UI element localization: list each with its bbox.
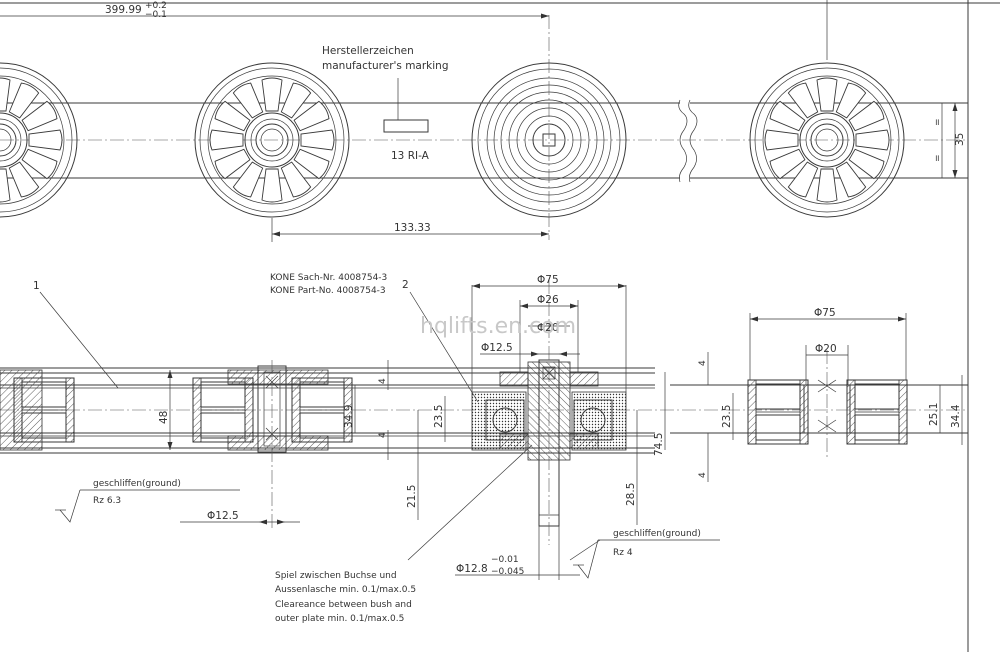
dim-pitch-total-value: 399.99 [105, 4, 142, 16]
dim-23-5-left: 23.5 [433, 405, 445, 428]
dim-dia-20-right: Φ20 [815, 343, 837, 355]
item-callouts: 1 2 KONE Sach-Nr. 4008754-3 KONE Part-No… [33, 273, 479, 403]
surface-finish-left: geschliffen(ground) Rz 6.3 Φ12.5 [55, 479, 300, 525]
dim-pitch: 133.33 [271, 218, 549, 242]
dim-34-4: 34.4 [950, 404, 962, 428]
note-en-line-1: Cleareance between bush and [275, 600, 412, 610]
dim-28-5: 28.5 [625, 483, 637, 506]
dim-height-value: 35 [954, 133, 966, 146]
dim-pitch-tol-lower: −0.1 [145, 10, 167, 20]
dim-23-5-right: 23.5 [721, 405, 733, 428]
ground-label-right: geschliffen(ground) [613, 529, 701, 539]
dim-dia-75-right: Φ75 [814, 307, 836, 319]
surface-finish-right: geschliffen(ground) Rz 4 Φ12.8 −0.01 −0.… [455, 525, 720, 580]
roller-section [192, 360, 353, 528]
dim-dia-20-left: Φ20 [537, 322, 559, 334]
dim-pitch-value: 133.33 [394, 222, 431, 234]
rz-label-left: Rz 6.3 [93, 496, 121, 506]
dim-4-c: 4 [698, 360, 708, 366]
maker-mark: Herstellerzeichen manufacturer's marking… [322, 45, 449, 162]
watermark: hqlifts.en.com [420, 314, 576, 339]
dim-height: 35 = = [905, 102, 968, 179]
dims-vertical-center: 74.5 28.5 4 4 23.5 [625, 352, 734, 525]
dims-vertical-left: 48 34.9 4 4 23.5 21.5 [158, 360, 446, 520]
dim-dia-12-8-tol-upper: −0.01 [491, 555, 519, 565]
part-number-de: KONE Sach-Nr. 4008754-3 [270, 273, 387, 283]
part-number-en: KONE Part-No. 4008754-3 [270, 286, 386, 296]
dim-48: 48 [158, 411, 170, 424]
note-en-line-2: outer plate min. 0.1/max.0.5 [275, 614, 404, 624]
dim-25-1: 25.1 [928, 403, 940, 426]
section-view: 1 2 KONE Sach-Nr. 4008754-3 KONE Part-No… [0, 273, 968, 624]
note-de-line-1: Spiel zwischen Buchse und [275, 571, 397, 581]
dim-34-9: 34.9 [343, 405, 355, 428]
item-1-label: 1 [33, 280, 40, 292]
clearance-note: Spiel zwischen Buchse und Aussenlasche m… [275, 444, 533, 624]
maker-mark-label-de: Herstellerzeichen [322, 45, 414, 57]
item-2-label: 2 [402, 279, 409, 291]
dim-21-5: 21.5 [406, 485, 418, 508]
roller-section-left [0, 369, 75, 451]
roller-wheel-bearing [471, 15, 627, 240]
rz-label-right: Rz 4 [613, 548, 633, 558]
dim-4-d: 4 [698, 472, 708, 478]
roller-section-right [747, 350, 908, 460]
bearing-roller-section [471, 280, 627, 545]
dims-center-roller: Φ75 Φ26 Φ20 Φ12.5 [471, 274, 627, 392]
dim-pitch-tol-upper: +0.2 [145, 1, 167, 11]
mark-text: 13 RI-A [391, 150, 430, 162]
ground-label-left: geschliffen(ground) [93, 479, 181, 489]
dim-dia-12-5-top: Φ12.5 [481, 342, 513, 354]
roller-wheel [749, 0, 905, 218]
dims-right-roller: Φ75 Φ20 [749, 307, 907, 385]
top-view: Herstellerzeichen manufacturer's marking… [0, 0, 968, 242]
note-de-line-2: Aussenlasche min. 0.1/max.0.5 [275, 585, 416, 595]
dim-74-5: 74.5 [653, 433, 665, 456]
dim-dia-12-5-bottom: Φ12.5 [207, 510, 239, 522]
dim-4-b: 4 [378, 432, 388, 438]
dim-4-a: 4 [378, 378, 388, 384]
equal-mark-bottom: = [933, 154, 943, 162]
dim-dia-12-8-tol-lower: −0.045 [491, 567, 524, 577]
dim-dia-12-8: Φ12.8 [456, 563, 488, 575]
equal-mark-top: = [933, 118, 943, 126]
dim-pitch-total: 399.99 +0.2 −0.1 [0, 1, 549, 20]
dims-vertical-right: 25.1 34.4 [928, 375, 963, 445]
dim-dia-75-left: Φ75 [537, 274, 559, 286]
maker-mark-label-en: manufacturer's marking [322, 60, 449, 72]
dim-dia-26: Φ26 [537, 294, 559, 306]
